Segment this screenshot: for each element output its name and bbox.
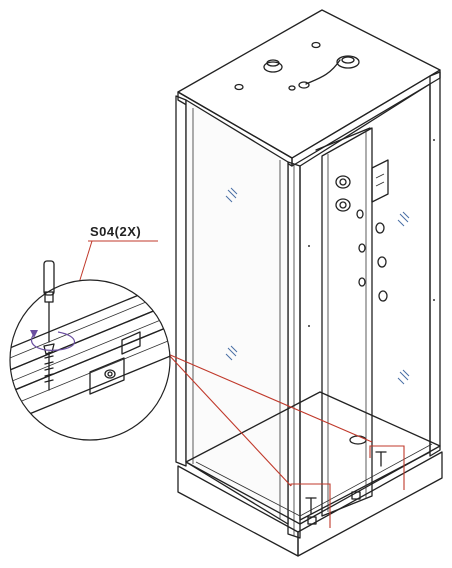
drain [349, 435, 367, 445]
massage-jet [375, 222, 385, 234]
left-glass-panel [185, 99, 289, 525]
indicator-bracket [290, 483, 331, 528]
glass-reflection-mark [225, 345, 238, 361]
screwdriver-icon [43, 260, 55, 343]
shower-slide-bar [315, 127, 371, 151]
massage-jet [377, 256, 387, 268]
control-panel [371, 159, 389, 203]
shower-cabin [175, 9, 443, 557]
glass-reflection-mark [225, 187, 238, 203]
massage-jet [358, 277, 366, 287]
massage-jet [378, 290, 388, 302]
roof-cable [305, 59, 341, 85]
glass-reflection-mark [397, 211, 410, 227]
corner-post-right [429, 71, 441, 457]
screw-icon [305, 497, 317, 515]
leader-lines [167, 353, 373, 487]
screw-icon [375, 451, 387, 467]
massage-jet [356, 209, 364, 219]
detail-zoom-view [9, 260, 171, 441]
corner-post-back-left [175, 95, 187, 467]
roof-speaker [263, 61, 283, 73]
control-knob [335, 198, 351, 212]
part-code-label: S04(2X) [90, 224, 141, 239]
control-knob [335, 175, 351, 189]
tray-fitting [351, 491, 361, 500]
tray-fitting [307, 516, 317, 525]
rotation-arrow-icon [30, 330, 76, 351]
screw-icon [43, 343, 55, 391]
rail-top [10, 280, 170, 375]
shower-tray [177, 391, 443, 557]
massage-jet [358, 243, 366, 253]
mounting-bracket [89, 357, 125, 395]
glass-reflection-mark [397, 369, 410, 385]
indicator-bracket [369, 445, 405, 490]
leader-line [167, 353, 373, 443]
leader-line [167, 353, 292, 487]
roof-fan [311, 41, 321, 49]
roof-rain-shower [336, 55, 360, 69]
corner-post-front [287, 161, 301, 539]
roof-light [234, 83, 244, 91]
